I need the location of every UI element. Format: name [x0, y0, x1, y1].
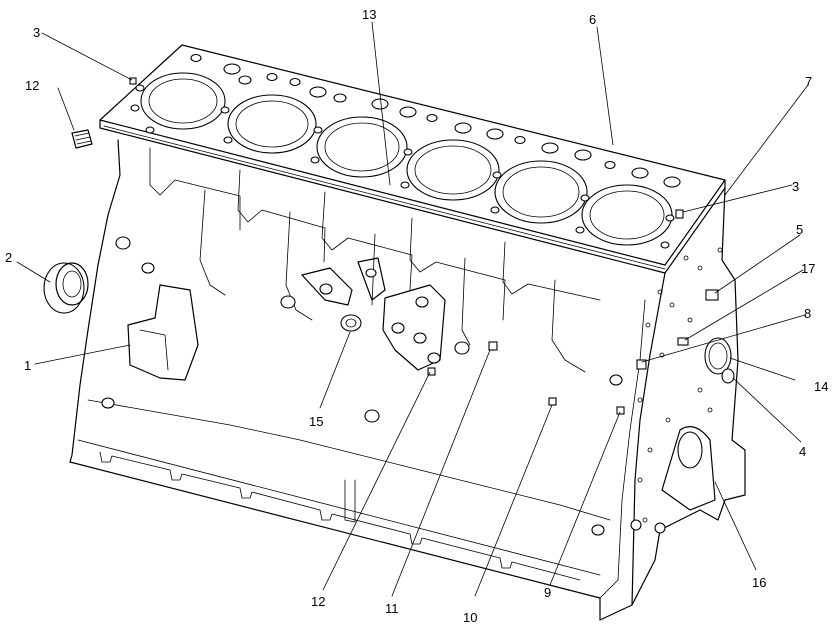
- side-fittings: [101, 236, 625, 536]
- oil-seal: [43, 262, 89, 314]
- callout-1: 1: [24, 358, 31, 373]
- cylinder-bores: [140, 72, 673, 246]
- bore-3: [316, 116, 408, 178]
- mount-pad-left: [301, 267, 353, 306]
- callout-16: 16: [752, 575, 766, 590]
- callout-15: 15: [309, 414, 323, 429]
- bore-1: [140, 72, 226, 130]
- plug: [488, 341, 498, 351]
- oil-pan-rail: [99, 451, 581, 581]
- callout-labels: 3 12 2 1 13 6 7 3 5 17 8 14 4 16 15 12 1…: [5, 7, 828, 625]
- front-face: [630, 247, 735, 534]
- callout-9: 9: [544, 585, 551, 600]
- front-housing: [661, 426, 716, 511]
- callout-7: 7: [805, 74, 812, 89]
- callout-3: 3: [33, 25, 40, 40]
- bore-6: [581, 184, 673, 246]
- callout-12: 12: [311, 594, 325, 609]
- plug: [427, 367, 436, 376]
- leader-lines: [16, 21, 809, 597]
- plug: [548, 397, 557, 406]
- callout-13: 13: [362, 7, 376, 22]
- callout-2: 2: [5, 250, 12, 265]
- callout-6: 6: [589, 12, 596, 27]
- callout-14: 14: [814, 379, 828, 394]
- bore-5: [494, 160, 588, 224]
- callout-12: 12: [25, 78, 39, 93]
- bracket: [127, 284, 199, 381]
- mount-pad-mid: [357, 257, 386, 301]
- plug: [340, 314, 362, 332]
- callout-17: 17: [801, 261, 815, 276]
- threaded-plug: [71, 129, 93, 149]
- mount-pad-right: [382, 284, 446, 371]
- deck-holes: [130, 53, 681, 249]
- dowel-pin: [675, 209, 684, 219]
- bore-4: [406, 139, 500, 201]
- callout-10: 10: [463, 610, 477, 625]
- fitting: [636, 359, 647, 370]
- dowel: [705, 289, 719, 301]
- callout-8: 8: [804, 306, 811, 321]
- bore-2: [227, 94, 317, 154]
- callout-11: 11: [385, 601, 399, 616]
- callout-3: 3: [792, 179, 799, 194]
- plug: [616, 406, 625, 415]
- cylinder-block: [69, 44, 746, 621]
- stud: [677, 337, 689, 346]
- callout-4: 4: [799, 444, 806, 459]
- callout-5: 5: [796, 222, 803, 237]
- dowel-pin: [129, 77, 137, 85]
